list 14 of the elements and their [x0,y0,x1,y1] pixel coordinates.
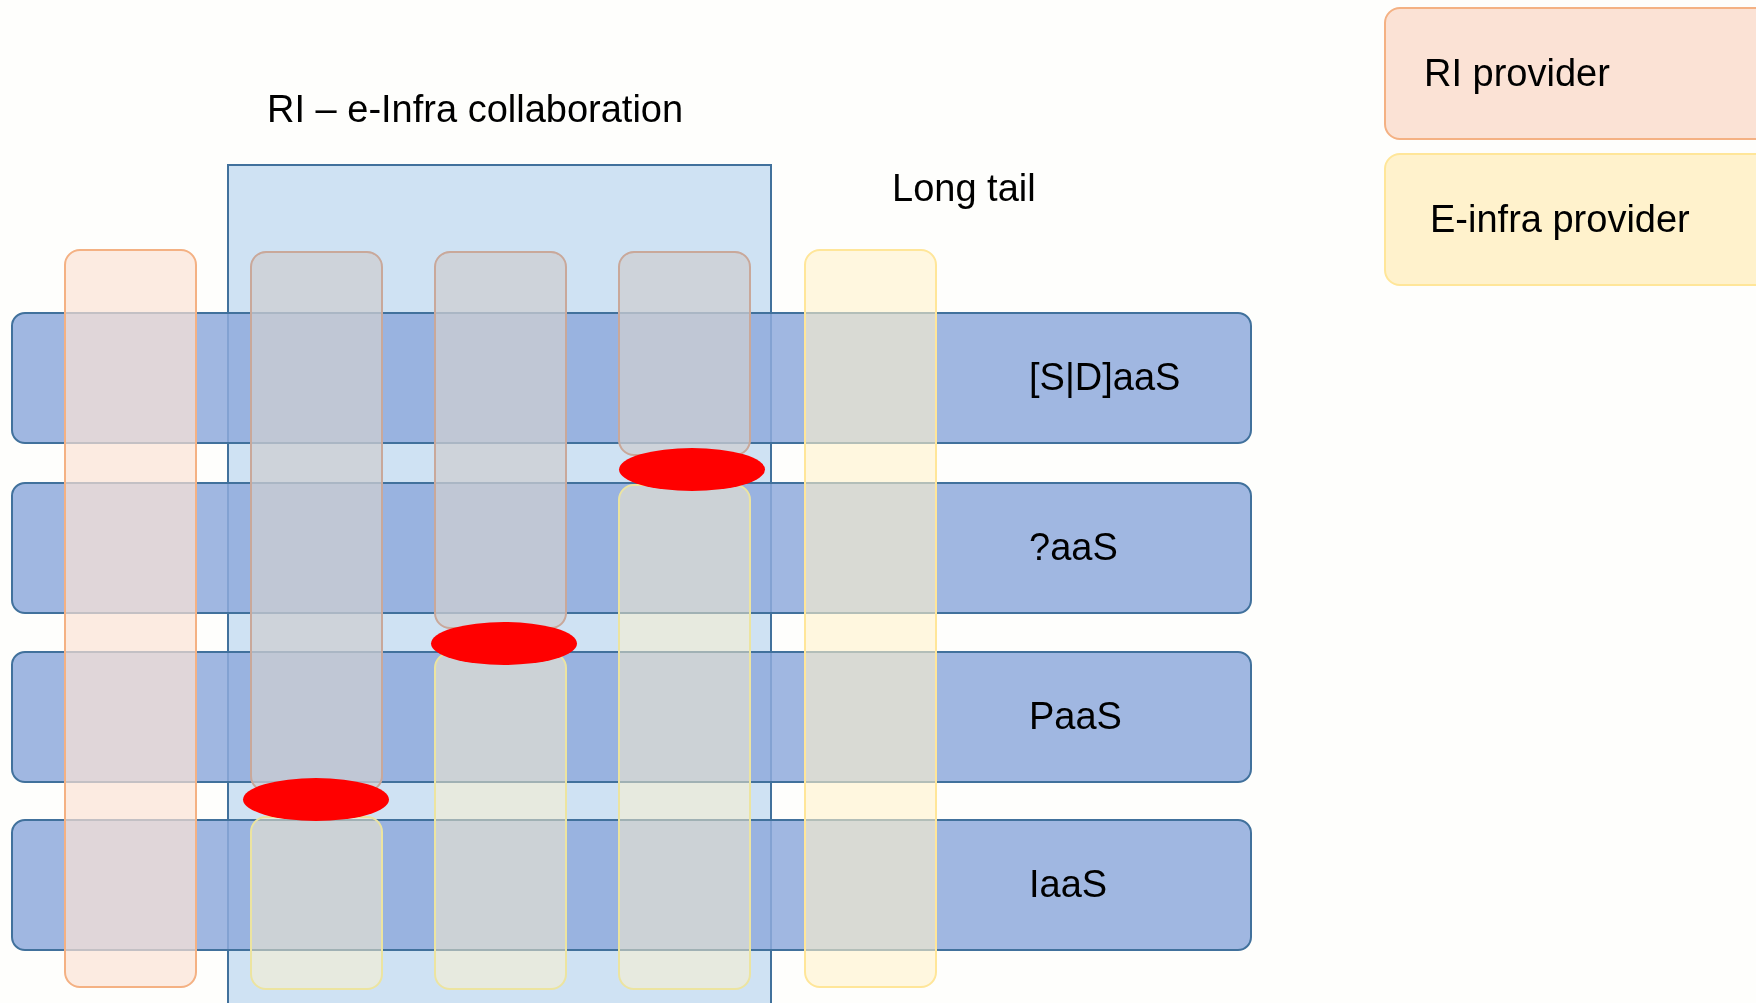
layer-label: [S|D]aaS [1029,356,1181,399]
layer-label: PaaS [1029,695,1122,738]
column-heading: Long tail [892,167,1036,210]
provider-column [434,652,567,990]
provider-column [618,484,751,990]
layer-label: IaaS [1029,863,1108,906]
group-heading: RI – e-Infra collaboration [267,88,684,131]
legend-label: E-infra provider [1430,198,1690,241]
provider-column [250,816,383,990]
layer-label: ?aaS [1029,526,1118,569]
provider-column [64,249,197,988]
provider-column [434,251,567,629]
legend-label: RI provider [1424,52,1610,95]
provider-column [618,251,751,456]
